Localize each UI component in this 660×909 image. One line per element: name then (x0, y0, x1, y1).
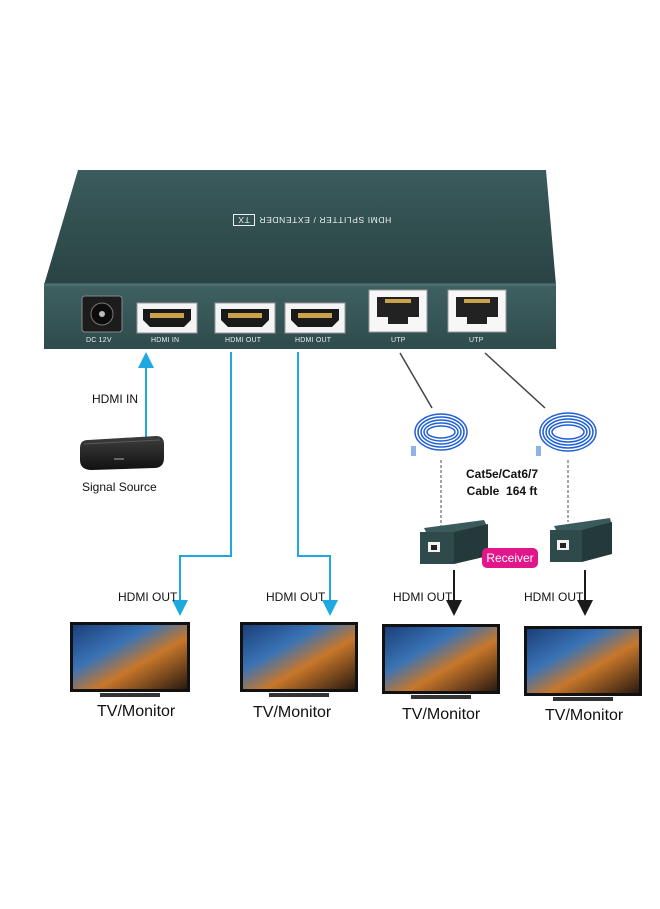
hdmi-in-port-label: HDMI IN (151, 337, 179, 344)
hdmi-out-arrow-2 (298, 352, 330, 608)
utp-port-label-2: UTP (469, 337, 484, 344)
hdmi-out-port-1 (215, 303, 275, 333)
device-title: HDMI SPLITTER / EXTENDER TX (192, 213, 432, 227)
cable-coil-icon-2 (536, 413, 596, 456)
receiver-badge: Receiver (482, 548, 538, 568)
tv-monitor-label-1: TV/Monitor (97, 703, 175, 721)
utp-port-2 (448, 290, 506, 332)
hdmi-out-port-label-2: HDMI OUT (295, 337, 331, 344)
hdmi-in-connection-label: HDMI IN (92, 392, 138, 406)
cable-spec-line-2: Cable 164 ft (466, 483, 538, 500)
utp-port-1 (369, 290, 427, 332)
utp-cable-line-1 (400, 353, 432, 408)
tv-monitor-label-4: TV/Monitor (545, 707, 623, 725)
cable-coil-icon-1 (411, 414, 467, 456)
dc-port-label: DC 12V (86, 337, 112, 344)
device-top (44, 170, 556, 285)
hdmi-out-label-2: HDMI OUT (266, 590, 325, 604)
device-title-text: HDMI SPLITTER / EXTENDER (259, 215, 391, 225)
receiver-unit-2 (550, 518, 612, 562)
tx-device (44, 170, 556, 349)
signal-source-label: Signal Source (82, 480, 157, 494)
hdmi-out-label-4: HDMI OUT (524, 590, 583, 604)
tv-monitor-label-2: TV/Monitor (253, 704, 331, 722)
hdmi-out-arrow-1 (180, 352, 231, 608)
tv-monitor-label-3: TV/Monitor (402, 706, 480, 724)
hdmi-out-port-label-1: HDMI OUT (225, 337, 261, 344)
hdmi-out-label-1: HDMI OUT (118, 590, 177, 604)
signal-source-icon (80, 436, 164, 470)
utp-cable-line-2 (485, 353, 545, 408)
hdmi-out-port-2 (285, 303, 345, 333)
cable-spec-line-1: Cat5e/Cat6/7 (466, 466, 538, 483)
hdmi-in-port (137, 303, 197, 333)
tv-monitor-icon-3 (382, 624, 500, 699)
hdmi-out-label-3: HDMI OUT (393, 590, 452, 604)
tv-monitor-icon-4 (524, 626, 642, 701)
utp-port-label-1: UTP (391, 337, 406, 344)
receiver-unit-1 (420, 520, 488, 564)
cable-spec-label: Cat5e/Cat6/7 Cable 164 ft (466, 466, 538, 500)
tx-badge: TX (233, 214, 255, 226)
tv-monitor-icon-1 (70, 622, 190, 697)
tv-monitor-icon-2 (240, 622, 358, 697)
